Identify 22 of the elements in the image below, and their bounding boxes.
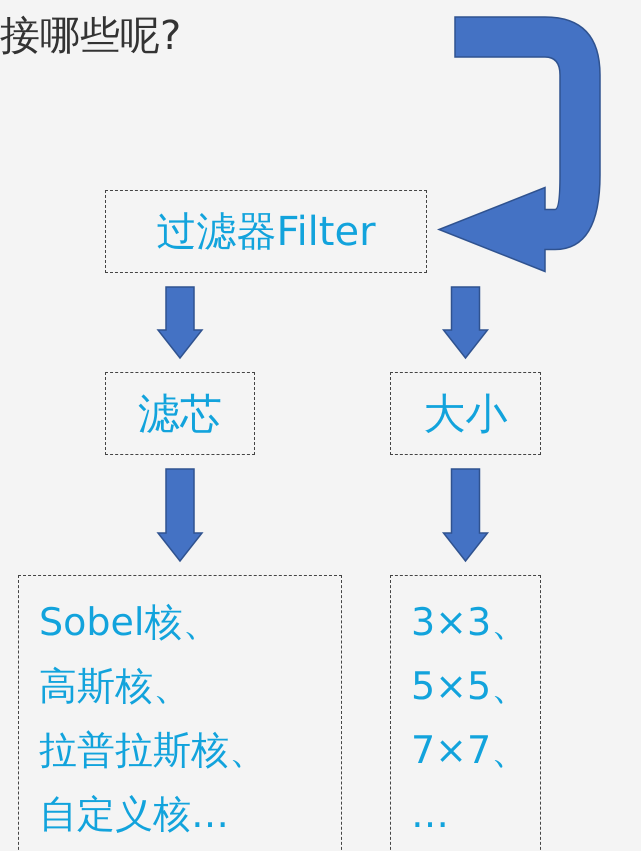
dashed-box <box>105 190 427 273</box>
box-text: 3×3、 <box>411 599 530 646</box>
box-text: 高斯核、 <box>39 663 191 710</box>
dashed-box <box>390 575 541 851</box>
box-text: 大小 <box>424 388 508 440</box>
box-text: 7×7、 <box>411 727 530 774</box>
box-text: 拉普拉斯核、 <box>39 727 267 774</box>
block-arrow <box>156 286 204 360</box>
block-arrow <box>156 468 204 562</box>
box-text: 过滤器Filter <box>156 208 376 257</box>
slide-title: 接哪些呢? <box>0 12 182 61</box>
block-arrow <box>442 286 490 360</box>
dashed-box <box>105 372 255 455</box>
dashed-box <box>390 372 541 455</box>
box-text: 5×5、 <box>411 663 530 710</box>
curved-block-arrow <box>438 16 601 272</box>
box-text: 自定义核… <box>39 791 229 838</box>
box-text: Sobel核、 <box>39 599 220 646</box>
dashed-box <box>18 575 342 851</box>
box-text: … <box>411 791 449 838</box>
block-arrow <box>442 468 490 562</box>
box-text: 滤芯 <box>138 388 222 440</box>
